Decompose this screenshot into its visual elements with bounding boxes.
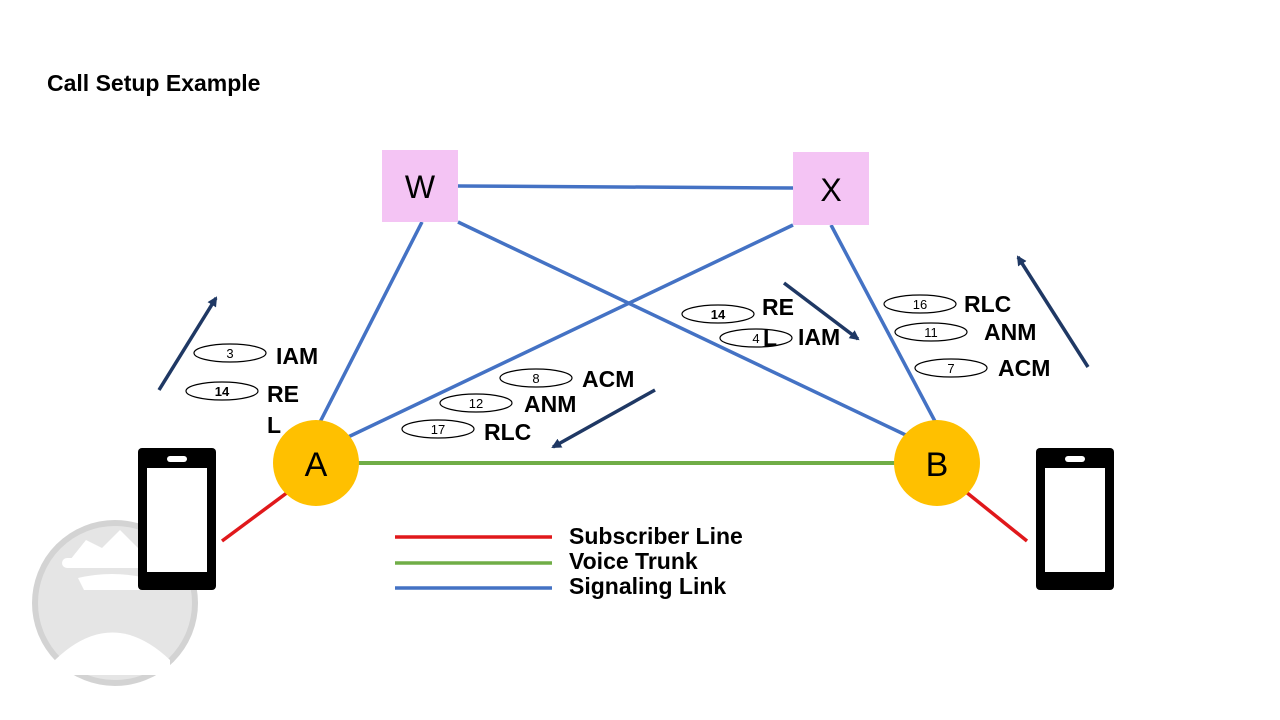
legend-item-subscriber-line: Subscriber Line: [395, 523, 743, 549]
message-item: 16 RLC: [883, 291, 1011, 317]
message-label: ANM: [524, 391, 576, 417]
messages-center-left: 8 ACM 12 ANM 17 RLC: [401, 366, 634, 445]
arrow-center-left-down-icon: [551, 388, 656, 449]
node-x-label: X: [820, 172, 841, 208]
node-w-label: W: [405, 169, 436, 205]
subscriber-line-left: [220, 490, 290, 543]
message-number: 16: [913, 297, 927, 312]
link-w-x: [457, 184, 794, 190]
message-number: 3: [226, 346, 233, 361]
link-x-b: [829, 224, 940, 428]
legend-item-signaling-link: Signaling Link: [395, 573, 726, 599]
message-label-continuation: L: [267, 412, 281, 438]
message-number: 4: [752, 331, 759, 346]
signaling-links: [315, 184, 940, 440]
ssp-node-b[interactable]: B: [894, 420, 980, 506]
message-number: 17: [431, 422, 445, 437]
message-item: 17 RLC: [401, 419, 531, 445]
arrow-right-up-icon: [1016, 255, 1090, 368]
message-item: 14 RE: [185, 381, 299, 407]
messages-left: 3 IAM 14 RE L: [185, 343, 318, 438]
message-number: 14: [711, 307, 726, 322]
legend-label: Signaling Link: [569, 573, 726, 599]
ssp-node-a[interactable]: A: [273, 420, 359, 506]
legend-label: Subscriber Line: [569, 523, 743, 549]
message-number: 11: [924, 325, 938, 340]
phone-right-icon: [1036, 448, 1114, 590]
node-a-label: A: [305, 446, 328, 484]
messages-center-right: 14 RE 4 L IAM: [681, 294, 840, 351]
message-number: 14: [215, 384, 230, 399]
stp-node-w[interactable]: W: [382, 150, 458, 222]
message-label: RLC: [964, 291, 1011, 317]
stp-node-x[interactable]: X: [793, 152, 869, 225]
message-item: 7 ACM: [914, 355, 1050, 381]
message-item: 14 RE: [681, 294, 794, 324]
legend-item-voice-trunk: Voice Trunk: [395, 548, 698, 574]
message-number: 8: [532, 371, 539, 386]
message-item: 4 L IAM: [719, 324, 840, 351]
message-item: 11 ANM: [894, 319, 1036, 345]
message-label: ANM: [984, 319, 1036, 345]
message-item: 3 IAM: [193, 343, 318, 369]
legend: Subscriber Line Voice Trunk Signaling Li…: [395, 523, 743, 599]
node-b-label: B: [926, 446, 949, 484]
message-label-overlap: L: [763, 325, 777, 351]
message-label: IAM: [276, 343, 318, 369]
message-label: RE: [267, 381, 299, 407]
message-label: RLC: [484, 419, 531, 445]
message-label: ACM: [582, 366, 634, 392]
arrow-left-up-icon: [157, 296, 218, 391]
direction-arrows: [157, 255, 1090, 449]
legend-label: Voice Trunk: [569, 548, 698, 574]
link-x-a: [345, 223, 794, 440]
message-item: 8 ACM: [499, 366, 634, 392]
messages-right: 16 RLC 11 ANM 7 ACM: [883, 291, 1050, 381]
message-label: ACM: [998, 355, 1050, 381]
message-label: RE: [762, 294, 794, 320]
link-w-b: [457, 220, 913, 440]
slide-title: Call Setup Example: [47, 70, 261, 96]
message-item: 12 ANM: [439, 391, 576, 417]
arrow-center-right-down-icon: [782, 281, 860, 341]
phone-left-icon: [138, 448, 216, 590]
subscriber-line-right: [964, 490, 1029, 543]
message-number: 12: [469, 396, 483, 411]
message-number: 7: [947, 361, 954, 376]
message-label: IAM: [798, 324, 840, 350]
link-w-a: [315, 221, 424, 429]
